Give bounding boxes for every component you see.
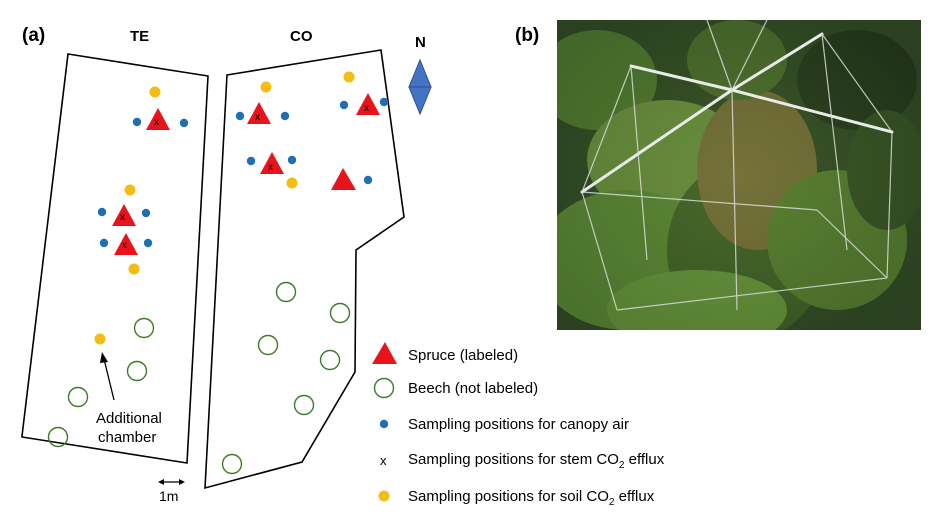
soil-point bbox=[149, 86, 161, 98]
spruce-marker bbox=[247, 102, 271, 124]
canopy-chamber-photo bbox=[557, 20, 921, 330]
beech-marker bbox=[126, 360, 148, 382]
soil-point bbox=[260, 81, 272, 93]
canopy-point bbox=[99, 238, 109, 248]
beech-marker bbox=[275, 281, 297, 303]
soil-point bbox=[94, 333, 106, 345]
additional-chamber-arrow bbox=[100, 352, 115, 401]
canopy-point bbox=[143, 238, 153, 248]
legend-stem-icon: x bbox=[380, 453, 387, 468]
plot-te-title: TE bbox=[130, 28, 149, 45]
scale-bar-label: 1m bbox=[159, 488, 178, 504]
stem-mark: x bbox=[122, 240, 127, 251]
canopy-point bbox=[179, 118, 189, 128]
canopy-point bbox=[97, 207, 107, 217]
scale-bar-arrow bbox=[158, 479, 185, 485]
stem-mark: x bbox=[255, 112, 260, 123]
canopy-point bbox=[287, 155, 297, 165]
beech-marker bbox=[47, 426, 69, 448]
soil-point bbox=[286, 177, 298, 189]
te-canopy-points bbox=[97, 117, 189, 248]
north-label: N bbox=[415, 34, 426, 51]
spruce-marker bbox=[146, 108, 170, 130]
te-soil-points bbox=[94, 86, 161, 345]
legend-canopy-label: Sampling positions for canopy air bbox=[408, 416, 629, 433]
plot-co-title: CO bbox=[290, 28, 313, 45]
legend-soil-label: Sampling positions for soil CO2 efflux bbox=[408, 488, 655, 508]
additional-chamber-label-line1: Additional bbox=[96, 410, 162, 427]
spruce-marker bbox=[112, 204, 136, 226]
co-spruce-trees bbox=[247, 93, 380, 190]
legend-canopy-icon bbox=[379, 419, 389, 429]
stem-mark: x bbox=[364, 103, 369, 114]
canopy-point bbox=[280, 111, 290, 121]
canopy-point bbox=[339, 100, 349, 110]
legend-beech-label: Beech (not labeled) bbox=[408, 380, 538, 397]
soil-point bbox=[128, 263, 140, 275]
plot-co-outline bbox=[204, 49, 405, 490]
spruce-marker bbox=[331, 168, 356, 190]
beech-marker bbox=[257, 334, 279, 356]
beech-marker bbox=[329, 302, 351, 324]
panel-b-label: (b) bbox=[515, 25, 539, 46]
beech-marker bbox=[319, 349, 341, 371]
canopy-point bbox=[141, 208, 151, 218]
beech-marker bbox=[67, 386, 89, 408]
legend-stem-label: Sampling positions for stem CO2 efflux bbox=[408, 451, 665, 471]
te-spruce-trees bbox=[112, 108, 170, 255]
co-soil-points bbox=[260, 71, 355, 189]
canopy-point bbox=[246, 156, 256, 166]
additional-chamber-label-line2: chamber bbox=[98, 429, 156, 446]
stem-mark: x bbox=[268, 162, 273, 173]
spruce-marker bbox=[114, 233, 138, 255]
legend-spruce-label: Spruce (labeled) bbox=[408, 347, 518, 364]
spruce-marker bbox=[356, 93, 380, 115]
legend-beech-icon bbox=[373, 377, 395, 399]
panel-a-label: (a) bbox=[22, 25, 45, 46]
north-arrow-icon bbox=[408, 58, 432, 116]
co-stem-marks: x x x bbox=[255, 103, 369, 173]
canopy-point bbox=[132, 117, 142, 127]
te-stem-marks: x x x bbox=[120, 117, 159, 251]
canopy-point bbox=[235, 111, 245, 121]
plot-te-outline bbox=[21, 53, 209, 464]
legend-soil-icon bbox=[378, 490, 390, 502]
legend-spruce-icon bbox=[372, 342, 397, 364]
soil-point bbox=[124, 184, 136, 196]
beech-marker bbox=[221, 453, 243, 475]
co-canopy-points bbox=[235, 97, 389, 185]
soil-point bbox=[343, 71, 355, 83]
stem-mark: x bbox=[120, 212, 125, 223]
beech-marker bbox=[293, 394, 315, 416]
spruce-marker bbox=[260, 152, 284, 174]
te-beech-trees bbox=[47, 317, 155, 448]
co-beech-trees bbox=[221, 281, 351, 475]
beech-marker bbox=[133, 317, 155, 339]
canopy-point bbox=[363, 175, 373, 185]
canopy-point bbox=[379, 97, 389, 107]
legend: Spruce (labeled) Beech (not labeled) Sam… bbox=[372, 342, 665, 508]
stem-mark: x bbox=[154, 117, 159, 128]
